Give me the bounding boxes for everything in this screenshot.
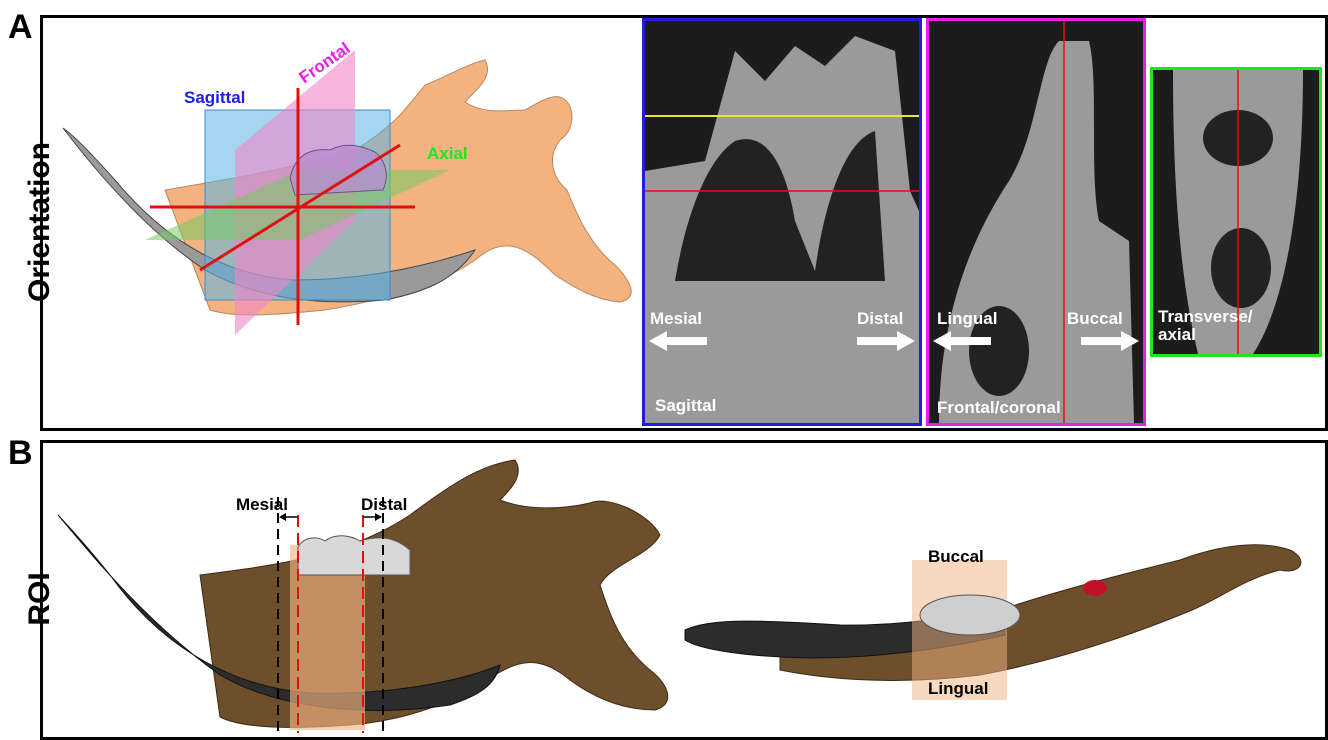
panel-b-letter: B (8, 436, 33, 470)
mandible-roi-top: Buccal Lingual (680, 500, 1320, 700)
roi-mesial-label: Mesial (236, 495, 288, 515)
panel-a-letter: A (8, 10, 33, 44)
top-red-spot (1083, 580, 1107, 596)
plane-label-axial: Axial (427, 144, 468, 164)
top-bone-shape (780, 545, 1301, 681)
roi-distal-label: Distal (361, 495, 407, 515)
ct-frontal-left-dir: Lingual (937, 309, 997, 329)
ct-sagittal-view: Mesial Distal Sagittal (642, 18, 922, 426)
mandible-3d-orientation: Sagittal Frontal Axial (55, 30, 645, 390)
ct-sagittal-left-dir: Mesial (650, 309, 702, 329)
mandible-3d-svg (55, 30, 645, 390)
panel-a-row-label: Orientation (23, 142, 57, 302)
ct-frontal-right-dir: Buccal (1067, 309, 1123, 329)
top-molar-shape (920, 595, 1020, 635)
ct-frontal-label: Frontal/coronal (937, 399, 1061, 417)
plane-label-sagittal: Sagittal (184, 88, 245, 108)
ct-axial-label: Transverse/ axial (1158, 308, 1253, 344)
ct-axial-view: Transverse/ axial (1150, 67, 1322, 357)
mandible-roi-top-svg (680, 500, 1320, 700)
top-buccal-label: Buccal (928, 547, 984, 567)
top-lingual-label: Lingual (928, 679, 988, 699)
ct-sagittal-label: Sagittal (655, 397, 716, 415)
mandible-roi-side: Mesial Distal (50, 455, 680, 733)
ct-sagittal-image (645, 21, 919, 423)
roi-molar-shape (298, 536, 410, 575)
ct-frontal-view: Lingual Buccal Frontal/coronal (926, 18, 1146, 426)
ct-frontal-image (929, 21, 1143, 423)
ct-sagittal-right-dir: Distal (857, 309, 903, 329)
ct-axial-root-2 (1211, 228, 1271, 308)
